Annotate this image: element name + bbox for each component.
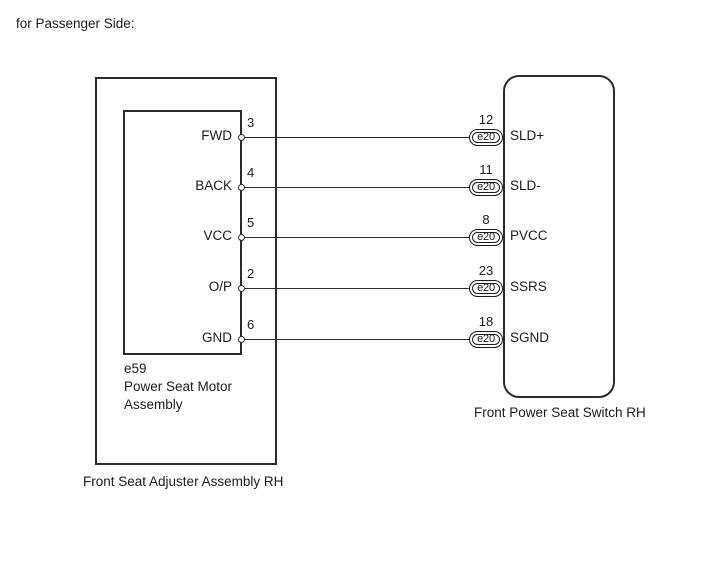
pin-number-left-5: 5 [247,215,255,230]
terminal-label-wrap: O/P [112,279,232,297]
terminal-label-wrap: BACK [112,178,232,196]
connector-code-label: e20 [472,282,500,294]
connector-e20-pin-8: e20 [469,228,503,246]
terminal-label-vcc: VCC [203,228,232,243]
signal-label-pvcc: PVCC [510,228,548,243]
wire-o-p [242,288,486,289]
terminal-dot-4 [238,183,245,191]
adjuster-assembly-caption: Front Seat Adjuster Assembly RH [83,474,284,489]
pin-number-right-12: 12 [478,112,494,127]
terminal-label-wrap: GND [112,330,232,348]
terminal-dot-5 [238,233,245,241]
pin-number-right-8: 8 [482,212,490,227]
pin-number-left-2: 2 [247,266,255,281]
pin-number-left-6: 6 [247,317,255,332]
terminal-dot-3 [238,133,245,141]
motor-assembly-code: e59 [124,361,147,376]
connector-code-label: e20 [472,231,500,243]
motor-assembly-name-line2: Assembly [124,397,183,412]
signal-label-sgnd: SGND [510,330,550,345]
signal-label-sld-: SLD+ [510,128,545,143]
pin-number-left-4: 4 [247,165,255,180]
signal-label-ssrs: SSRS [510,279,547,294]
terminal-dot-2 [238,284,245,292]
wire-vcc [242,237,486,238]
pin-number-right-18: 18 [478,314,494,329]
terminal-label-wrap: FWD [112,128,232,146]
motor-assembly-caption: e59 Power Seat Motor Assembly [124,360,232,414]
motor-assembly-name-line1: Power Seat Motor [124,379,233,394]
terminal-label-o-p: O/P [208,279,232,294]
wire-fwd [242,137,486,138]
front-seat-adjuster-assembly-box [95,77,277,465]
wire-gnd [242,339,486,340]
connector-code-label: e20 [472,333,500,345]
connector-e20-pin-11: e20 [469,178,503,196]
pin-number-right-23: 23 [478,263,494,278]
connector-e20-pin-23: e20 [469,279,503,297]
connector-code-label: e20 [472,181,500,193]
terminal-label-gnd: GND [202,330,232,345]
connector-e20-pin-12: e20 [469,128,503,146]
terminal-label-back: BACK [195,178,232,193]
page-title: for Passenger Side: [16,16,135,31]
connector-e20-pin-18: e20 [469,330,503,348]
power-seat-switch-caption: Front Power Seat Switch RH [474,405,646,420]
front-power-seat-switch-box [503,75,615,398]
power-seat-motor-assembly-box [123,110,242,355]
pin-number-left-3: 3 [247,115,255,130]
terminal-label-wrap: VCC [112,228,232,246]
wire-back [242,187,486,188]
signal-label-sld-: SLD- [510,178,541,193]
terminal-dot-6 [238,335,245,343]
pin-number-right-11: 11 [479,162,493,177]
connector-code-label: e20 [472,131,500,143]
terminal-label-fwd: FWD [201,128,232,143]
